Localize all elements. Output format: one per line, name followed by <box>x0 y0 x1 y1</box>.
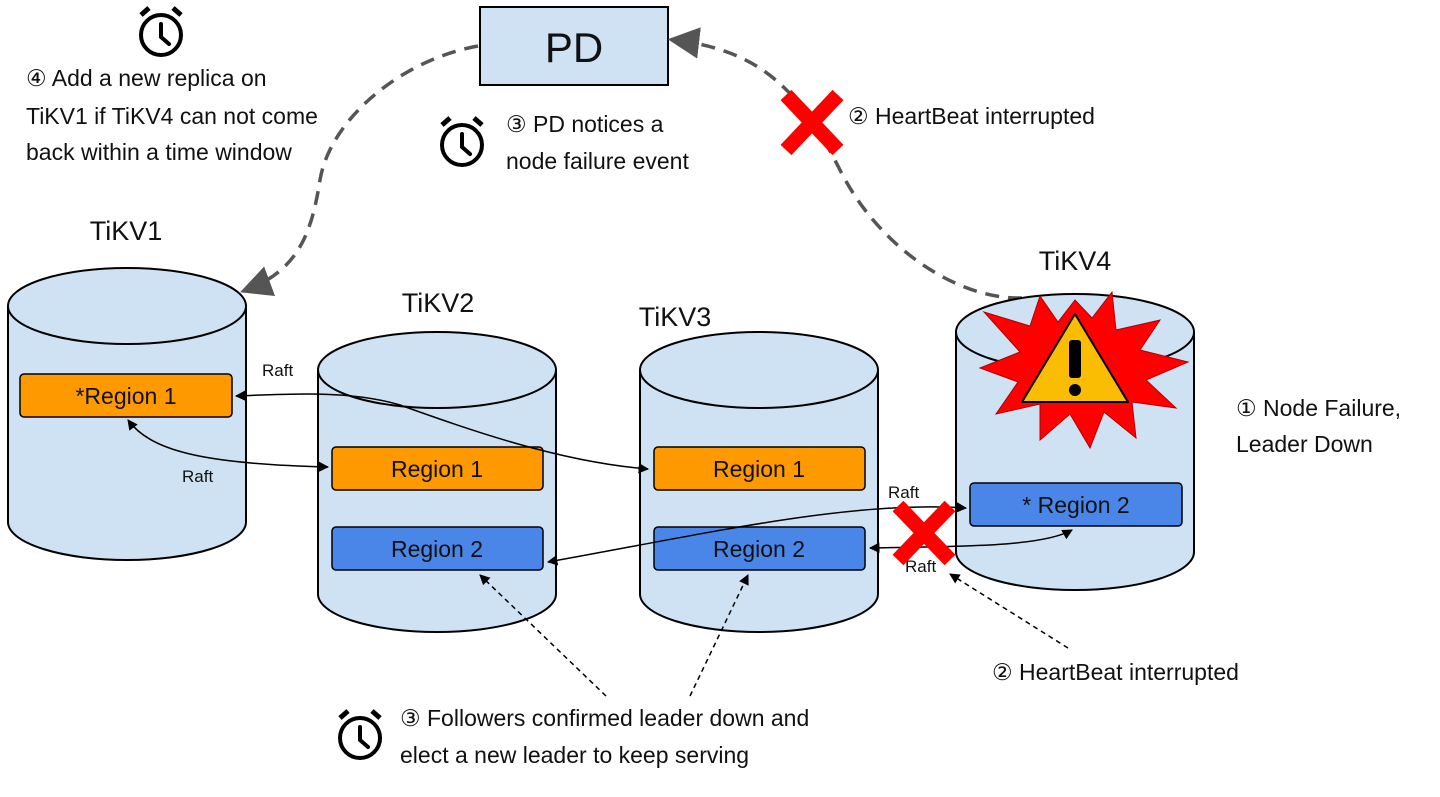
region-label: Region 2 <box>391 536 483 562</box>
tikv1-title: TiKV1 <box>90 216 163 246</box>
region-box: *Region 1 <box>19 373 233 418</box>
pd-to-tikv1-arrow <box>240 44 479 297</box>
region-label: *Region 1 <box>75 383 176 409</box>
region-label: * Region 2 <box>1022 492 1129 518</box>
raft-label: Raft <box>182 467 213 486</box>
tikv3-title: TiKV3 <box>639 302 712 332</box>
interrupted-cross-icon <box>892 500 956 566</box>
warning-icon <box>1021 313 1129 403</box>
clock-icon <box>338 709 382 760</box>
clock-icon <box>440 116 484 167</box>
region-box: Region 1 <box>331 446 544 491</box>
region-label: Region 1 <box>391 456 483 482</box>
region-label: Region 2 <box>713 536 805 562</box>
tikv4-title: TiKV4 <box>1039 246 1112 276</box>
followers-note: ③ Followers confirmed leader down and el… <box>400 705 816 768</box>
region-box: Region 1 <box>653 446 866 491</box>
heartbeat-interrupted-bottom: ② HeartBeat interrupted <box>992 659 1239 685</box>
raft-link <box>546 502 968 566</box>
region-box: * Region 2 <box>969 482 1183 527</box>
raft-label: Raft <box>262 361 293 380</box>
pd-label: PD <box>545 24 603 71</box>
add-replica-note: ④ Add a new replica on TiKV1 if TiKV4 ca… <box>26 65 324 165</box>
region-label: Region 1 <box>713 456 805 482</box>
followers-arrow <box>479 574 607 697</box>
raft-label: Raft <box>905 557 936 576</box>
region-box: Region 2 <box>653 526 866 571</box>
pd-box: PD <box>479 6 669 86</box>
raft-label: Raft <box>888 483 919 502</box>
tikv1-cylinder <box>7 267 247 561</box>
raft-link <box>868 529 1073 554</box>
clock-icon <box>139 6 183 57</box>
raft-link <box>127 419 330 473</box>
interrupted-cross-icon <box>780 89 844 156</box>
node-failure-note: ① Node Failure, Leader Down <box>1236 395 1407 457</box>
heartbeat-interrupted-top: ② HeartBeat interrupted <box>848 103 1095 129</box>
tikv2-title: TiKV2 <box>402 288 475 318</box>
region-box: Region 2 <box>331 526 544 571</box>
followers-arrow <box>689 574 749 697</box>
raft-link <box>234 390 650 474</box>
pd-notices-note: ③ PD notices a node failure event <box>506 111 689 174</box>
tikv4-to-pd-arrow <box>667 27 1023 300</box>
